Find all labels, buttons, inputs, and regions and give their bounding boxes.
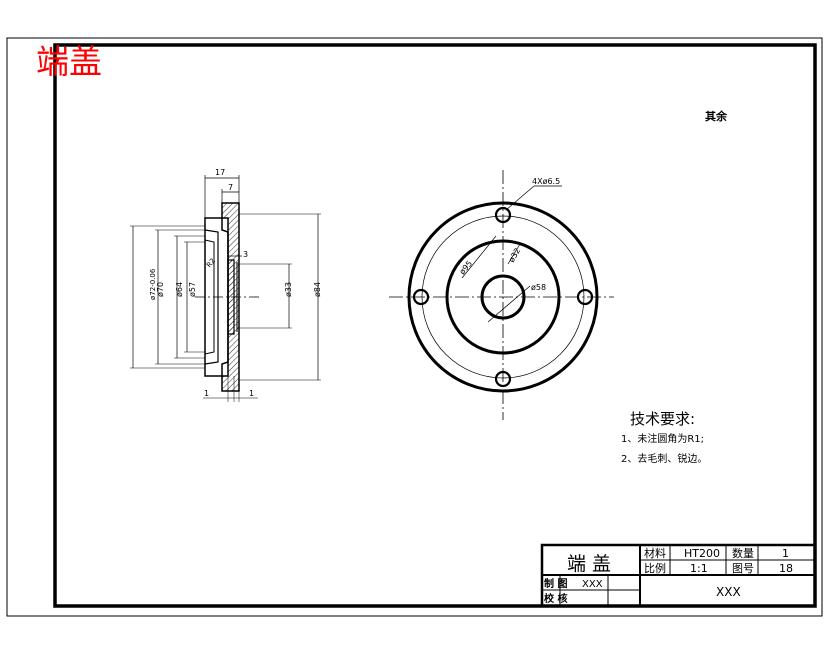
dim-dia-57: ø57 [188,282,197,297]
tb-drawn-value: XXX [582,579,603,590]
tb-quantity-label: 数量 [732,547,754,560]
sheet-border [6,37,823,617]
tb-material-label: 材料 [644,546,666,560]
bolt-hole-left [412,288,430,306]
tb-quantity-value: 1 [782,547,789,560]
dim-r2: R2 [205,257,217,269]
dim-dia-33: ø33 [284,282,293,297]
dim-1-right: 1 [249,389,254,398]
drawing-title: 端盖 [36,42,102,81]
dim-17: 17 [215,168,225,177]
tb-scale-value: 1:1 [690,562,708,575]
tb-material-value: HT200 [684,547,720,560]
bolt-hole-bottom [494,370,512,388]
tech-heading: 技术要求: [630,410,695,428]
dim-holes: 4Xø6.5 [532,177,560,186]
tech-requirements: 技术要求: 1、未注圆角为R1; 2、去毛刺、锐边。 [621,410,707,465]
tb-drawn-label: 制 图 [544,577,567,590]
drawing-frame [53,43,817,608]
dim-dia-70: ø70 [156,282,165,297]
dim-dia-58: ø58 [531,283,546,292]
bolt-hole-top [494,206,512,224]
title-block: 端 盖 材料 HT200 数量 1 比例 1:1 图号 18 制 图 XXX 校… [540,543,817,608]
tech-item-2: 2、去毛刺、锐边。 [621,452,707,465]
front-view: 4Xø6.5 ø95 ø32 ø58 [389,170,614,420]
bolt-hole-right [576,288,594,306]
tech-item-1: 1、未注圆角为R1; [621,432,704,445]
tb-drawing-no-label: 图号 [732,562,754,575]
dim-dia-32: ø32 [507,246,522,264]
tb-org-value: XXX [716,585,741,599]
tb-scale-label: 比例 [644,561,666,575]
tb-checked-label: 校 核 [544,592,567,605]
dim-dia-84: ø84 [313,282,322,297]
dim-1-left: 1 [204,389,209,398]
section-view: 17 7 3 R2 ø72-0.06 ø70 ø64 ø57 ø33 ø84 [130,168,322,402]
tb-drawing-no-value: 18 [779,562,793,575]
dim-dia-64: ø64 [175,282,184,297]
dim-3: 3 [243,250,248,259]
tb-part-name: 端 盖 [567,553,611,575]
dim-7: 7 [228,183,233,192]
roughness-note: 其余 [705,109,728,123]
dim-dia-72: ø72-0.06 [149,268,157,300]
